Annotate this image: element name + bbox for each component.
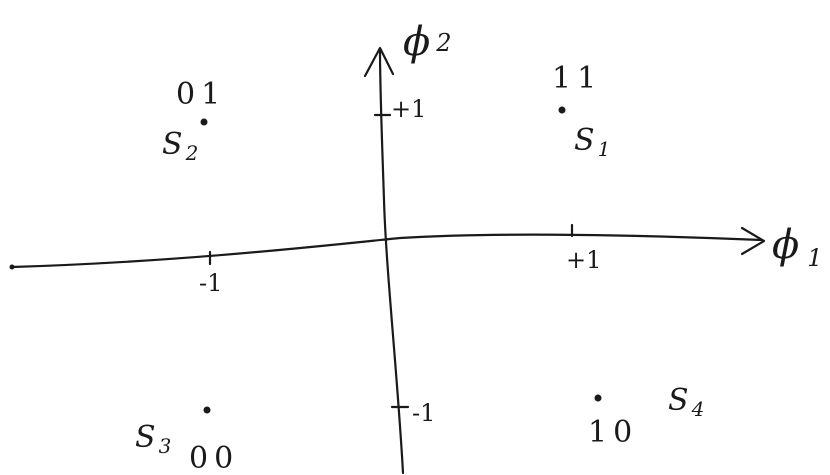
y-axis-line	[378, 48, 405, 475]
x-tick-pos-label: +1	[566, 246, 601, 274]
x-axis-line	[10, 233, 764, 269]
y-tick-neg-label: -1	[412, 399, 435, 427]
point-s2-dot	[200, 118, 208, 126]
point-s1-bits-label: 11	[552, 61, 602, 96]
x-axis-start-dot	[9, 264, 15, 270]
point-s1-dot	[558, 106, 566, 114]
point-s2-bits-label: 01	[176, 77, 226, 112]
point-s4-bits-label: 10	[588, 415, 638, 450]
point-s3-dot	[203, 406, 211, 414]
y-tick-pos-label: +1	[391, 95, 426, 123]
point-s3-bits-label: 00	[189, 441, 239, 475]
x-axis-arrowhead	[740, 226, 766, 256]
x-tick-neg-label: -1	[199, 269, 222, 297]
y-axis-arrowhead	[363, 46, 395, 78]
point-s4-dot	[594, 394, 602, 402]
